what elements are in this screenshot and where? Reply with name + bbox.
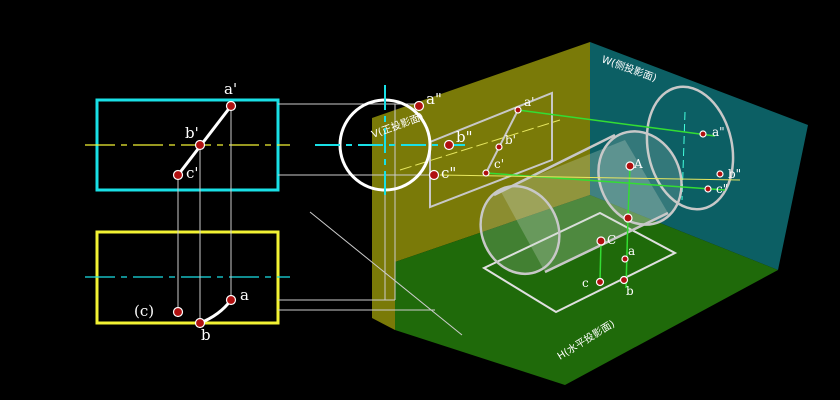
side-centerlines — [315, 85, 465, 195]
v-plane — [372, 42, 590, 330]
projection-lines — [177, 103, 463, 336]
v-plane-rectangle — [429, 91, 553, 209]
v-plane-segment — [485, 109, 519, 174]
space-label: C — [607, 233, 616, 247]
front-segment — [176, 105, 233, 176]
space-label: b — [626, 284, 634, 298]
label-a: a — [240, 286, 249, 304]
space-label: c" — [716, 182, 728, 196]
space-label: a' — [524, 95, 534, 109]
h-plane — [395, 195, 778, 385]
label-a-prime: a' — [224, 80, 237, 98]
space-label: c — [582, 276, 589, 290]
w-plane-circle — [645, 85, 735, 211]
label-b-dprime: b" — [456, 128, 473, 146]
label-b-prime: b' — [185, 124, 199, 142]
space-label: a" — [712, 125, 725, 139]
label-c: (c) — [134, 302, 154, 320]
space-label: c' — [494, 157, 504, 171]
space-label: a — [628, 244, 635, 258]
w-plane — [590, 42, 808, 270]
h-plane-rectangle — [481, 211, 678, 314]
top-arc — [199, 299, 233, 325]
axis-line — [439, 174, 741, 181]
label-c-dprime: c" — [441, 164, 456, 182]
space-label: b' — [505, 133, 516, 147]
points — [172, 100, 724, 329]
space-label: b" — [728, 167, 741, 181]
label-c-prime: c' — [186, 164, 199, 182]
projection-lines-green — [485, 109, 726, 289]
space-label: A — [633, 157, 643, 171]
label-b: b — [201, 326, 211, 344]
label-a-dprime: a" — [426, 90, 442, 108]
